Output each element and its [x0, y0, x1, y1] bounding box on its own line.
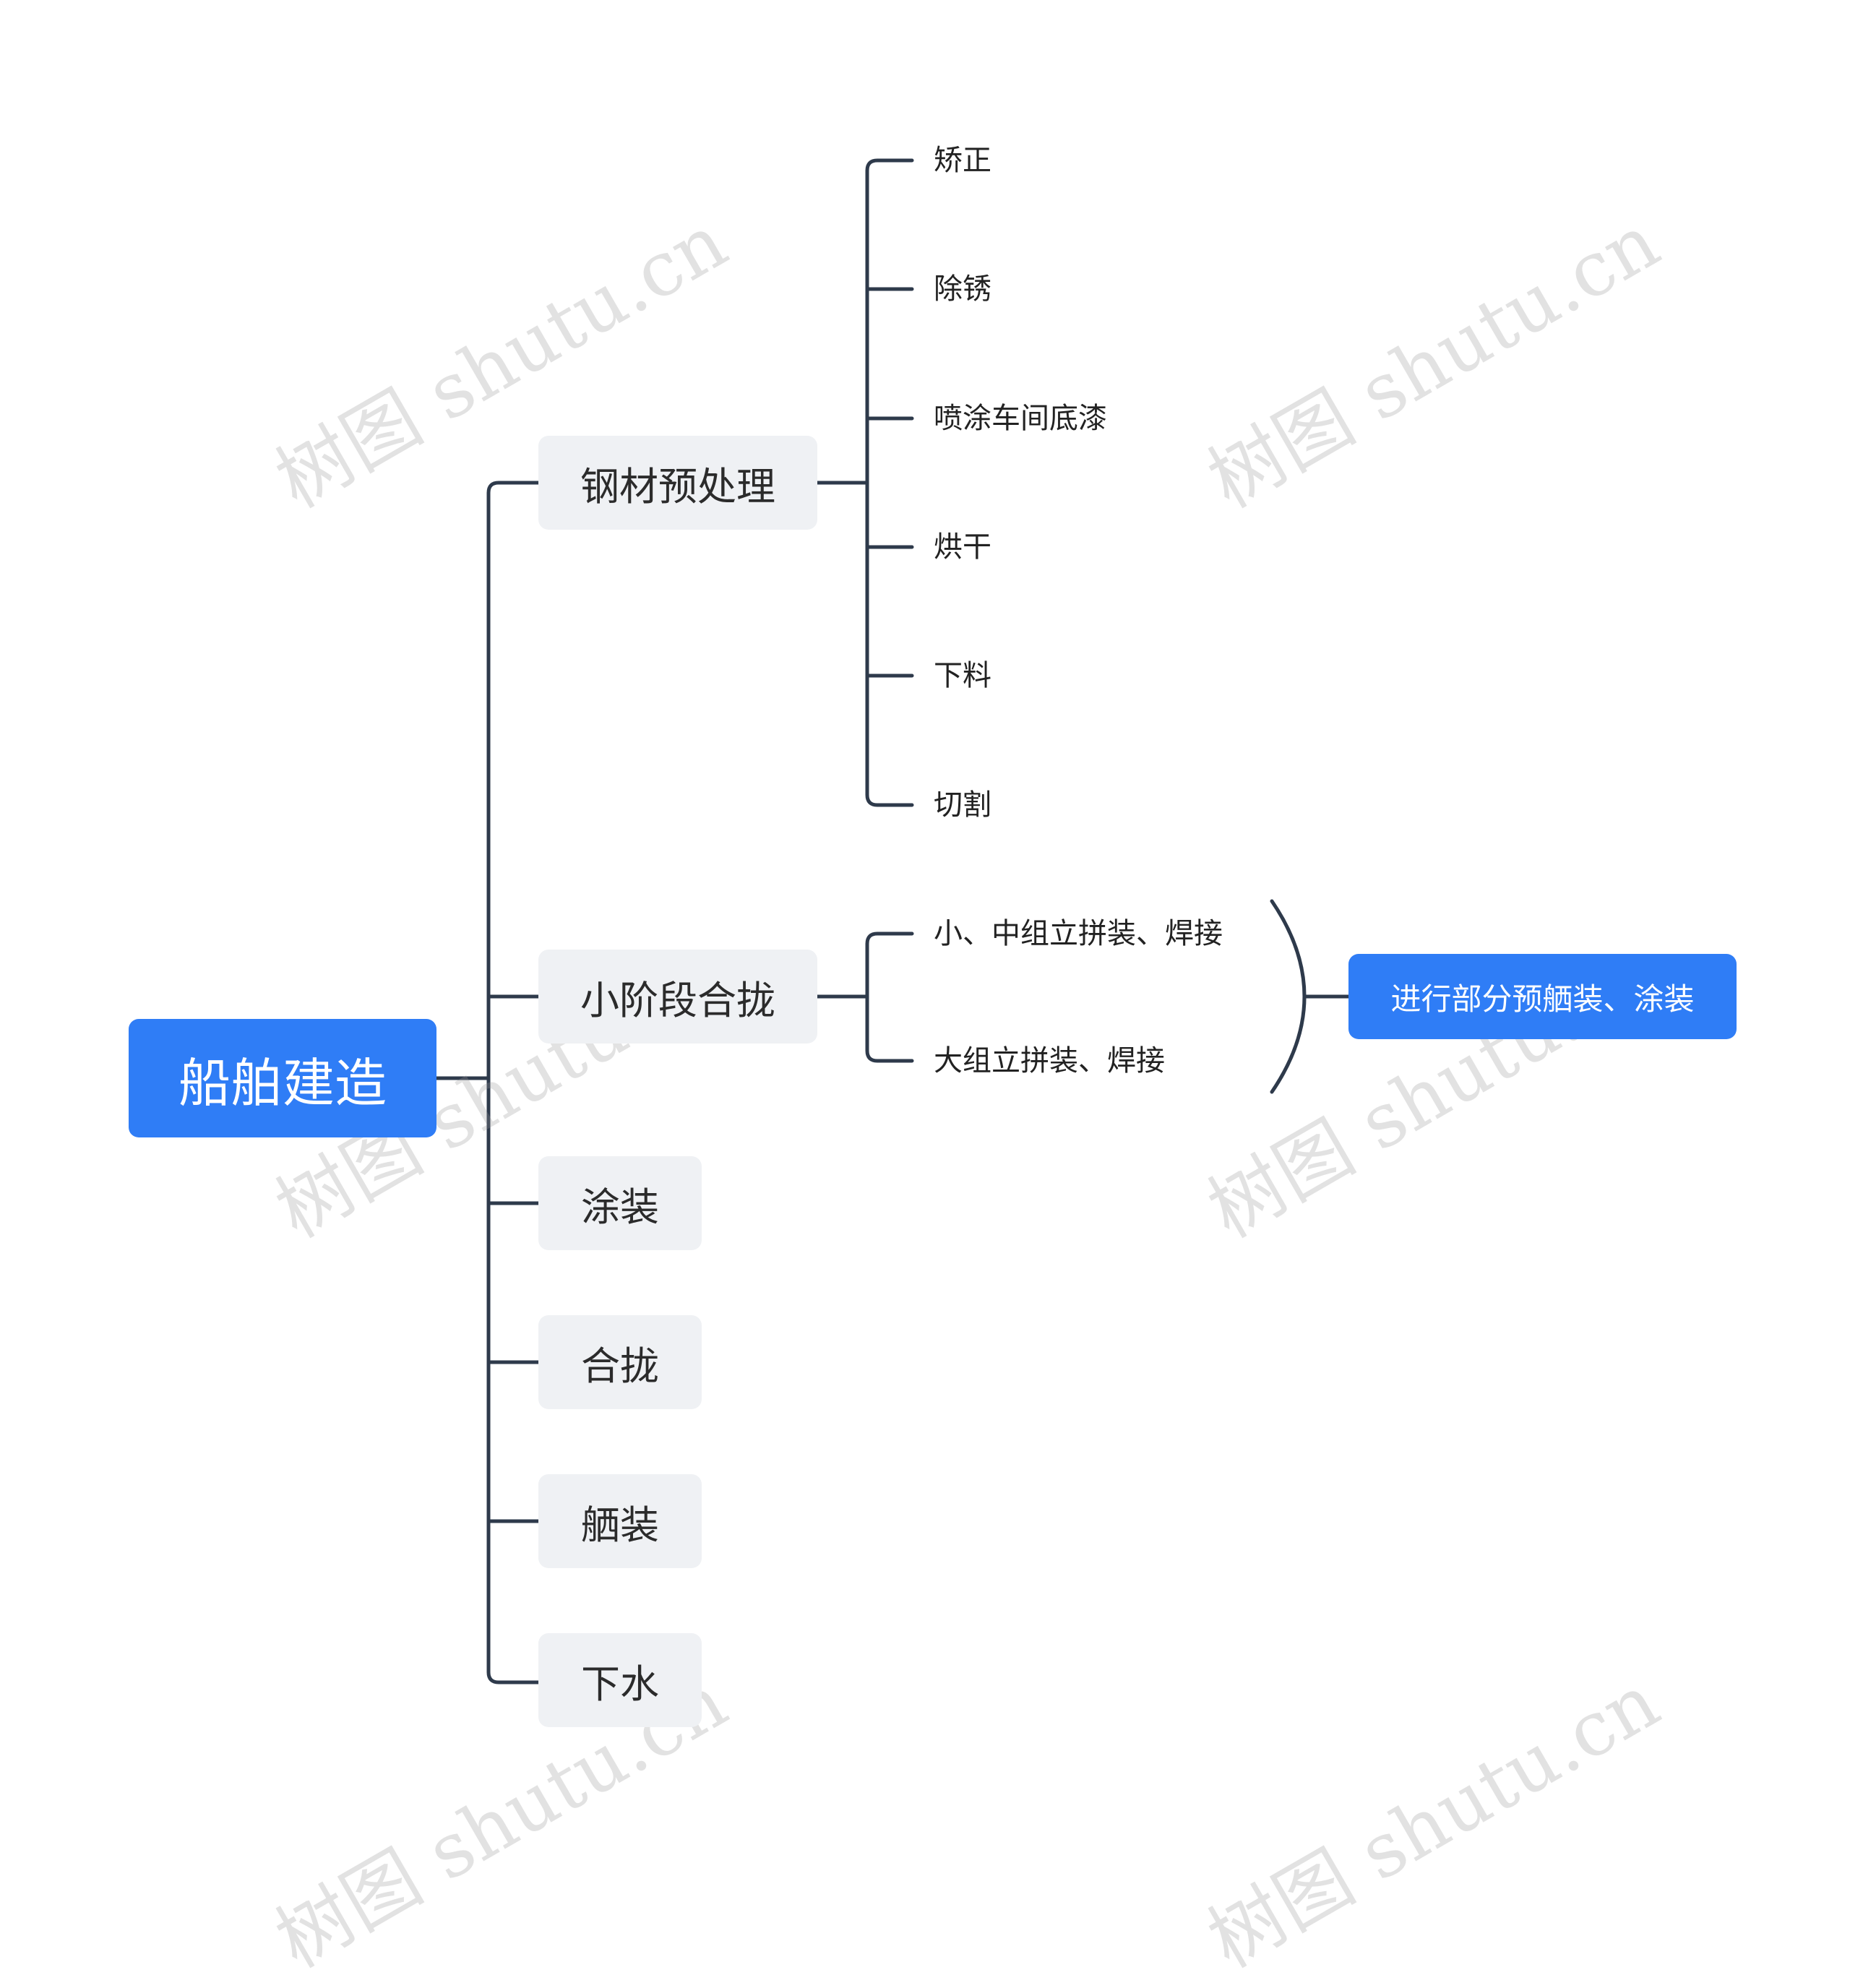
summary-node[interactable]: 进行部分预舾装、涂装: [1348, 954, 1737, 1039]
leaf-node[interactable]: 小、中组立拼装、焊接: [934, 917, 1223, 950]
branch-node-painting[interactable]: 涂装: [538, 1156, 702, 1250]
leaf-node[interactable]: 喷涂车间底漆: [934, 402, 1107, 435]
branch-node-launching[interactable]: 下水: [538, 1633, 702, 1727]
trunk-connector: [486, 481, 508, 1684]
branch-node-outfitting[interactable]: 舾装: [538, 1474, 702, 1568]
leaf-node[interactable]: 烘干: [934, 530, 991, 564]
leaf-node[interactable]: 大组立拼装、焊接: [934, 1044, 1165, 1077]
leaf-node[interactable]: 矫正: [934, 144, 991, 177]
leaf-group-2-bracket: [865, 931, 914, 1063]
summary-brace: [1270, 899, 1307, 1094]
branch-node-steel-pretreatment[interactable]: 钢材预处理: [538, 436, 817, 530]
root-node[interactable]: 船舶建造: [129, 1019, 436, 1137]
branch-node-closing[interactable]: 合拢: [538, 1315, 702, 1409]
connector-lines: [434, 158, 1351, 1684]
leaf-node[interactable]: 除锈: [934, 272, 991, 306]
leaf-node[interactable]: 切割: [934, 788, 991, 822]
leaf-node[interactable]: 下料: [934, 659, 991, 692]
leaf-group-1-bracket: [865, 158, 914, 807]
branch-node-small-stage-assembly[interactable]: 小阶段合拢: [538, 950, 817, 1044]
